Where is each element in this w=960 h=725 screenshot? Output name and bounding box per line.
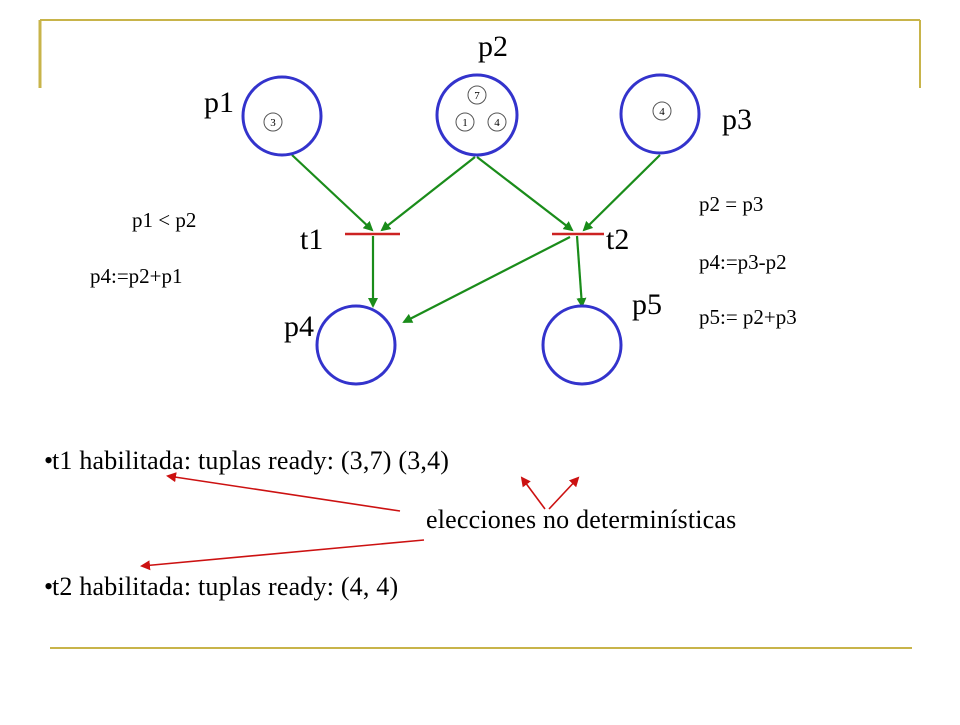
- bullet-t2-enabled: •t2 habilitada: tuplas ready: (4, 4): [44, 572, 398, 602]
- label-p4: p4: [284, 310, 314, 343]
- place-p1: [241, 75, 323, 157]
- bullet-t2-text: t2 habilitada: tuplas ready: (4, 4): [52, 572, 399, 601]
- label-t1: t1: [300, 223, 323, 256]
- arc-t2-p4: [402, 236, 571, 323]
- annotation-arrow-to-tuple-34: [548, 476, 580, 510]
- place-p5: [541, 304, 623, 386]
- label-p3: p3: [722, 103, 752, 136]
- t1-action: p4:=p2+p1: [90, 264, 183, 288]
- token-p3-a-value: 4: [659, 106, 665, 118]
- t1-guard: p1 < p2: [132, 208, 196, 232]
- arc-p2-t1: [380, 156, 476, 232]
- bullet-t1-text: t1 habilitada: tuplas ready: (3,7) (3,4): [52, 446, 450, 475]
- label-t2: t2: [606, 223, 629, 256]
- token-p2-b-value: 1: [462, 117, 468, 129]
- token-p2-c: [487, 112, 507, 132]
- bullet-marker: •: [44, 572, 54, 601]
- t2-guard: p2 = p3: [699, 192, 763, 216]
- label-p1: p1: [204, 86, 234, 119]
- nondeterministic-text: elecciones no determinísticas: [426, 505, 737, 534]
- token-p3-a: [652, 101, 672, 121]
- t2-action-p5: p5:= p2+p3: [699, 305, 797, 329]
- bullet-marker: •: [44, 446, 54, 475]
- annotation-arrow-to-tuple-37: [520, 476, 546, 510]
- t2-action-p4: p4:=p3-p2: [699, 250, 787, 274]
- token-p1-a-value: 3: [270, 117, 276, 129]
- arc-t2-p5: [575, 235, 587, 308]
- place-p4: [315, 304, 397, 386]
- annotation-arrow-to-t1: [166, 472, 401, 512]
- token-p2-a: [467, 85, 487, 105]
- annotation-arrow-to-t2: [140, 539, 425, 571]
- token-p2-a-value: 7: [474, 90, 480, 102]
- label-p2: p2: [478, 30, 508, 63]
- place-p2: [435, 73, 519, 157]
- token-p2-b: [455, 112, 475, 132]
- nondeterministic-choices: elecciones no determinísticas: [426, 505, 736, 535]
- arc-p2-t2: [476, 156, 574, 232]
- arc-p1-t1: [291, 154, 374, 232]
- arc-p3-t2: [582, 154, 661, 232]
- token-p2-c-value: 4: [494, 117, 500, 129]
- token-p1-a: [263, 112, 283, 132]
- label-p5: p5: [632, 288, 662, 321]
- bullet-t1-enabled: •t1 habilitada: tuplas ready: (3,7) (3,4…: [44, 446, 449, 476]
